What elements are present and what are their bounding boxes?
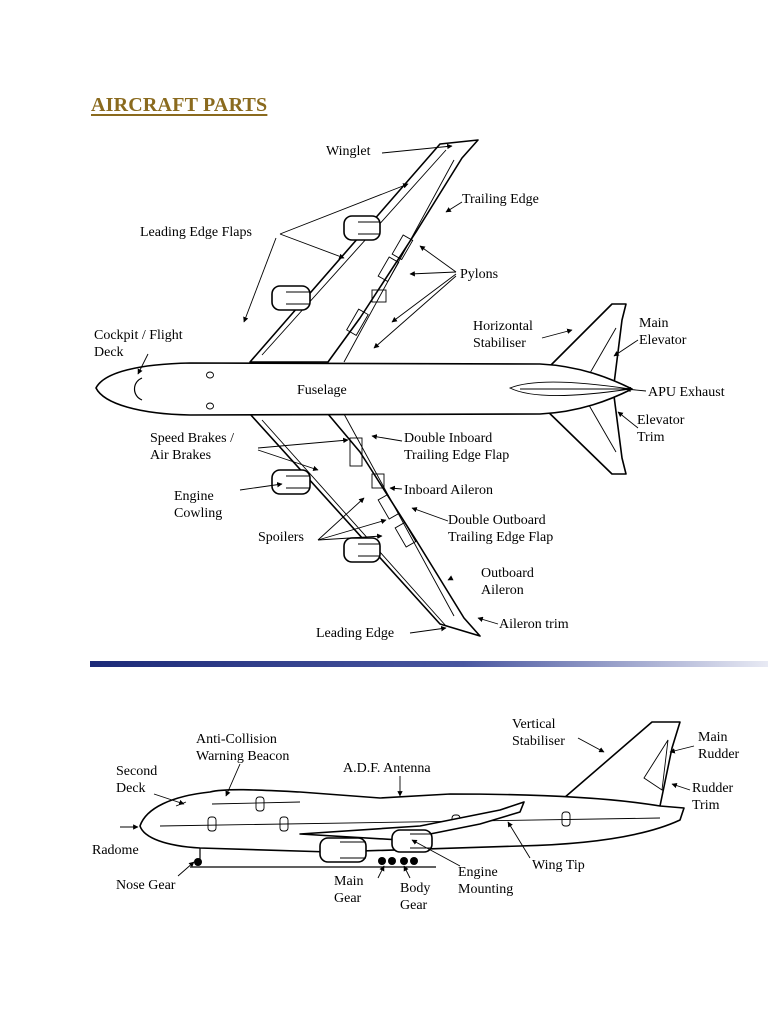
label-pylons: Pylons: [460, 267, 499, 282]
section-divider: [90, 661, 768, 667]
main-gear-wheels: [378, 857, 418, 865]
top-view-pointers: [137, 143, 647, 634]
label-spoilers: Spoilers: [258, 530, 304, 545]
upper-outer-engine: [343, 215, 381, 241]
label-leading-edge: Leading Edge: [316, 626, 395, 641]
lower-outer-engine: [343, 537, 381, 563]
vertical-stabiliser: [563, 721, 681, 807]
side-view-aircraft: [139, 721, 685, 868]
label-adf-antenna: A.D.F. Antenna: [343, 761, 431, 776]
page-title: AIRCRAFT PARTS: [91, 94, 268, 116]
lower-inner-engine: [271, 469, 311, 495]
label-apu-exhaust: APU Exhaust: [648, 385, 725, 400]
label-wing-tip: Wing Tip: [532, 858, 585, 873]
side-outer-engine: [391, 829, 433, 853]
label-fuselage: Fuselage: [297, 383, 347, 398]
nose-gear: [194, 848, 202, 866]
label-inboard-aileron: Inboard Aileron: [404, 483, 494, 498]
fuselage-top: [95, 362, 633, 416]
upper-wing: [249, 139, 479, 363]
label-nose-gear: Nose Gear: [116, 878, 176, 893]
label-aileron-trim: Aileron trim: [499, 617, 569, 632]
lower-wing: [249, 413, 481, 637]
top-view-aircraft: [95, 139, 633, 637]
label-trailing-edge: Trailing Edge: [462, 192, 539, 207]
side-view-pointers: [120, 737, 695, 879]
side-inner-engine: [319, 837, 367, 863]
label-leading-edge-flaps: Leading Edge Flaps: [140, 225, 252, 240]
label-speed-brakes: Speed Brakes /Air Brakes: [150, 431, 234, 463]
label-winglet: Winglet: [326, 144, 371, 159]
upper-inner-engine: [271, 285, 311, 311]
label-radome: Radome: [92, 843, 139, 858]
